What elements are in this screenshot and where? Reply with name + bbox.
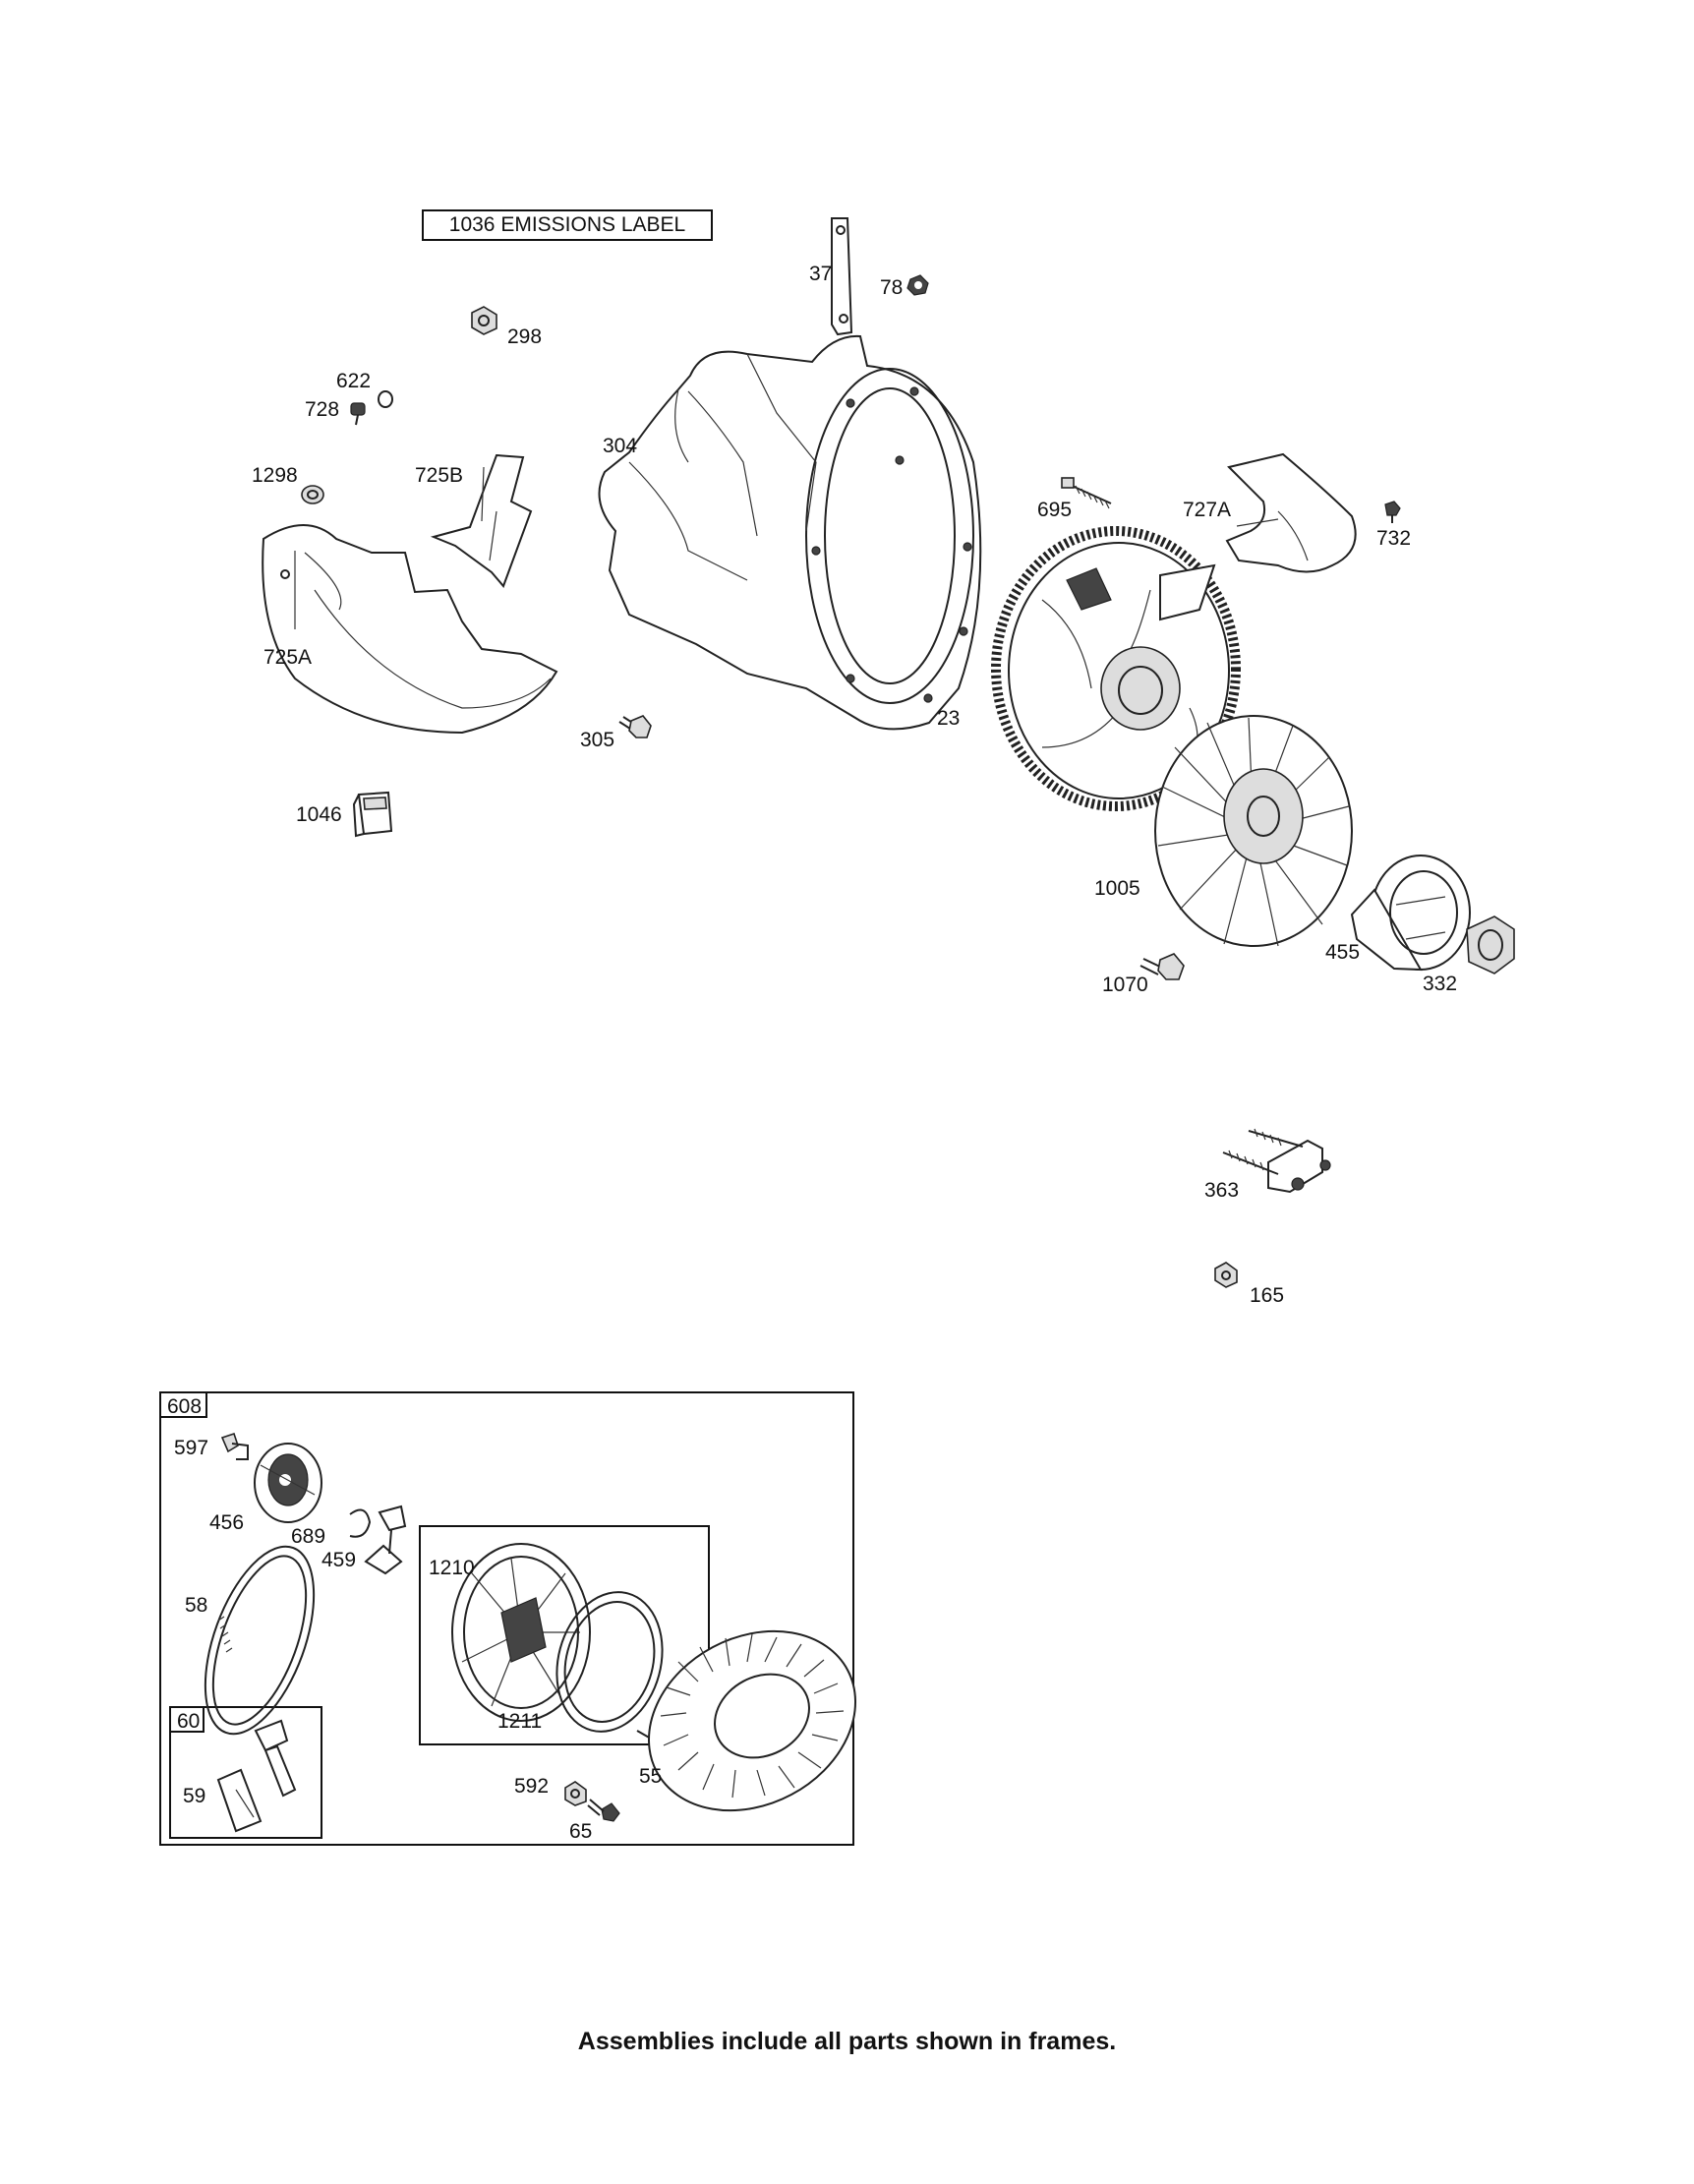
part-727a-bracket [1225,452,1357,573]
part-689-ring [349,1508,372,1538]
callout-363: 363 [1204,1179,1240,1202]
callout-37: 37 [809,263,833,285]
callout-59: 59 [183,1785,206,1807]
part-1210-pulley [451,1543,591,1722]
part-732-screw [1384,501,1401,523]
part-622-washer [378,390,393,408]
part-1005-fan [1154,715,1353,947]
part-455-cup [1350,855,1471,972]
callout-65: 65 [569,1820,593,1843]
part-597-screw [220,1432,249,1460]
callout-597: 597 [174,1437,209,1459]
callout-304: 304 [603,435,638,457]
part-1298-grommet [301,485,324,504]
callout-732: 732 [1376,527,1412,550]
part-592-nut [564,1781,587,1806]
part-298-nut [471,306,497,335]
part-304-blower-housing [598,334,982,731]
callout-298: 298 [507,325,543,348]
callout-165: 165 [1250,1284,1285,1307]
callout-1298: 1298 [252,464,298,487]
part-332-nut [1466,915,1515,974]
footer-note: Assemblies include all parts shown in fr… [577,2028,1117,2055]
part-305-screw [618,715,652,738]
frame-60 [169,1706,322,1839]
callout-727a: 727A [1183,499,1232,521]
callout-695: 695 [1037,499,1073,521]
frame-608 [159,1391,854,1846]
part-363-bracket [1222,1128,1331,1194]
callout-332: 332 [1423,973,1458,995]
callout-1046: 1046 [296,803,342,826]
part-459-pawl [364,1505,407,1575]
callout-1210: 1210 [429,1557,475,1579]
callout-305: 305 [580,729,615,751]
callout-1070: 1070 [1102,974,1148,996]
part-65-screw [587,1799,620,1822]
callout-58: 58 [185,1594,208,1617]
callout-456: 456 [209,1511,245,1534]
callout-689: 689 [291,1525,326,1548]
emissions-label-text: 1036 EMISSIONS LABEL [448,213,686,236]
part-728-screw [350,402,366,426]
callout-455: 455 [1325,941,1361,964]
part-1070-screw [1139,953,1185,980]
part-456-ratchet [254,1443,322,1523]
part-59-handle [216,1719,297,1833]
callout-728: 728 [305,398,340,421]
callout-1211: 1211 [497,1710,543,1733]
emissions-label-box: 1036 EMISSIONS LABEL [422,209,713,241]
callout-725b: 725B [415,464,464,487]
callout-23: 23 [937,707,961,730]
part-37-bracket [831,217,853,336]
part-1046-terminal [352,791,393,838]
callout-1005: 1005 [1094,877,1140,900]
callout-78: 78 [880,276,904,299]
callout-725a: 725A [263,646,313,669]
callout-55: 55 [639,1765,663,1788]
frame-60-tag: 60 [177,1710,201,1733]
part-725b-deflector [430,453,533,588]
callout-592: 592 [514,1775,550,1798]
frame-1210 [419,1525,710,1745]
part-725a-shield [262,524,558,735]
part-165-nut [1214,1262,1238,1288]
callout-622: 622 [336,370,372,392]
part-58-spring [204,1545,316,1736]
part-78-nut [906,274,929,296]
part-55-starter-housing [647,1629,857,1812]
part-695-stud [1061,477,1112,509]
part-23-flywheel [991,526,1241,811]
frame-608-tag: 608 [167,1395,203,1418]
callout-459: 459 [321,1549,357,1571]
